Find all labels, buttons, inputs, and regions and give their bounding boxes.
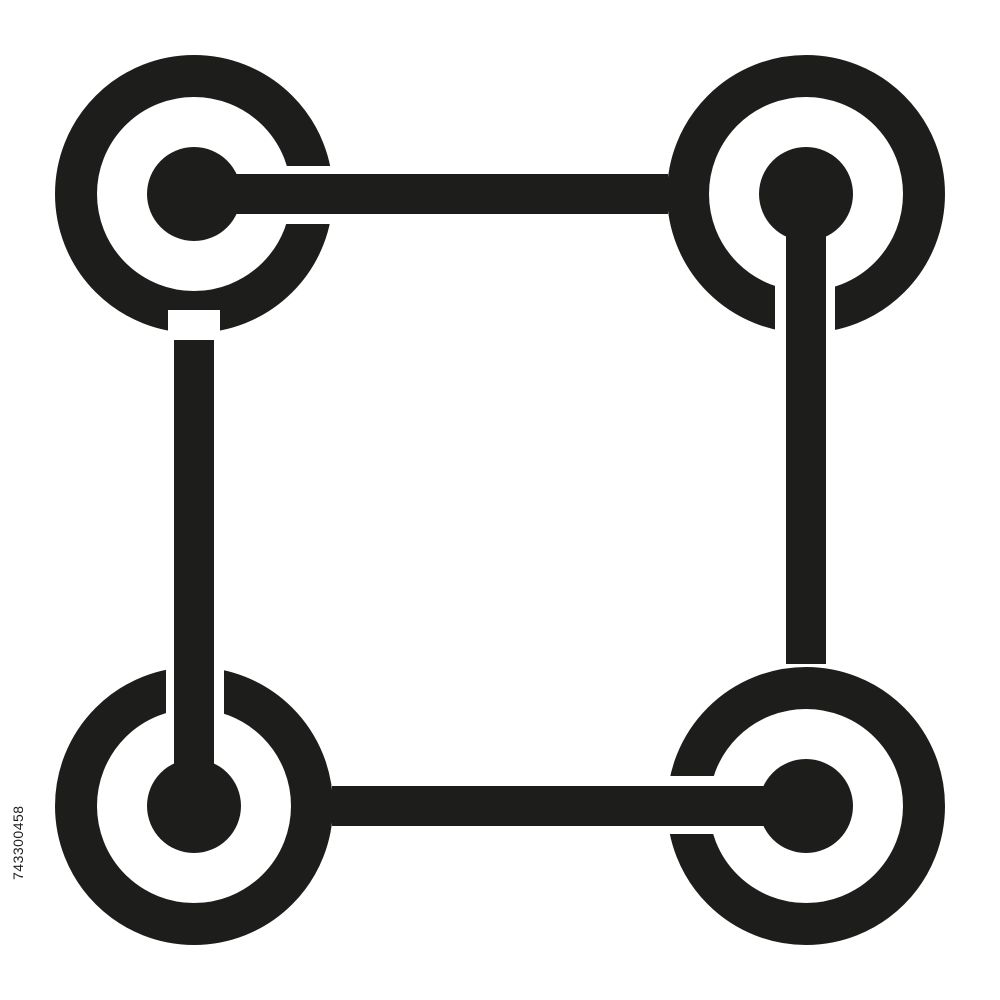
- link-bottom: [332, 786, 806, 826]
- link-top: [194, 174, 668, 214]
- link-right: [786, 194, 826, 664]
- link-left: [174, 340, 214, 806]
- stock-id-label: 743300458: [10, 805, 26, 880]
